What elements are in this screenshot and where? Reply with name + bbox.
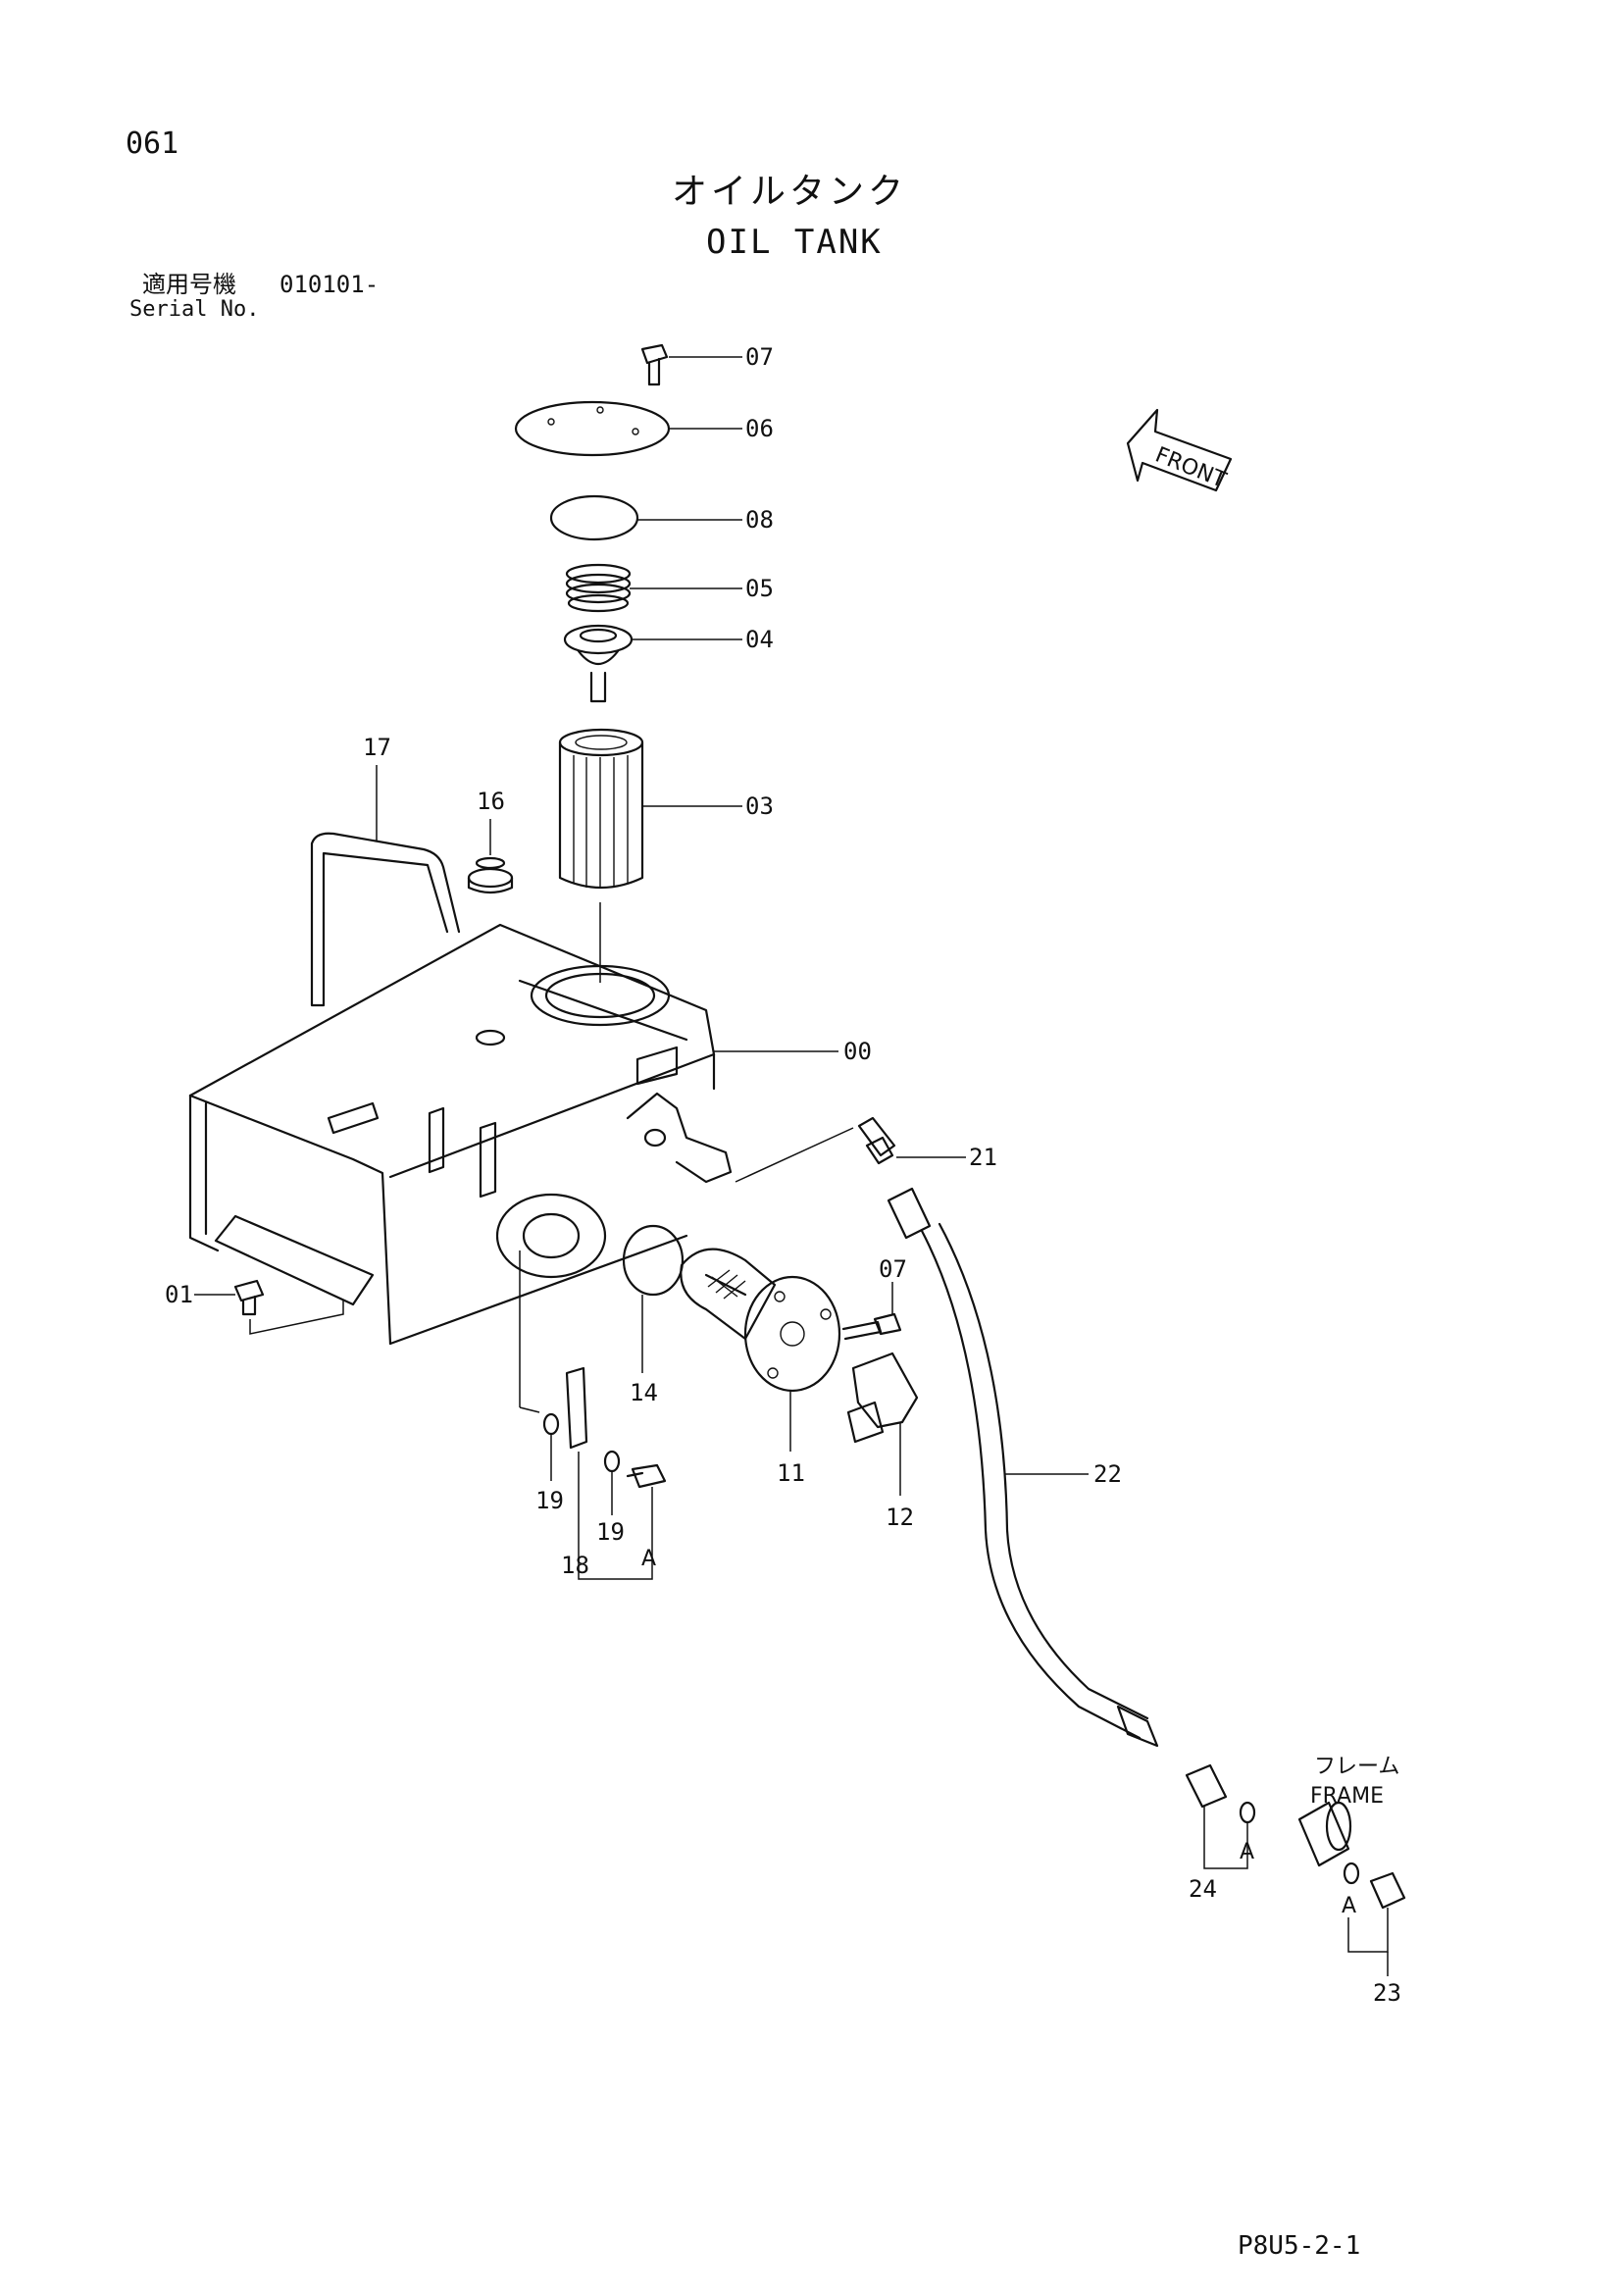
callout-07-side: 07 <box>879 1255 907 1283</box>
callout-08: 08 <box>745 506 774 534</box>
page-title: OIL TANK <box>706 223 883 262</box>
oil-tank-00 <box>188 923 733 1346</box>
callout-24: 24 <box>1189 1875 1217 1903</box>
frame-pipe <box>1297 1801 1352 1867</box>
bolt-07-top <box>640 343 669 386</box>
callout-04: 04 <box>745 626 774 653</box>
plug-23 <box>1343 1862 1406 1976</box>
bolt-07-side <box>841 1282 902 1341</box>
serial-label-japanese: 適用号機 <box>142 271 236 298</box>
callout-14: 14 <box>630 1379 658 1406</box>
callout-05: 05 <box>745 575 774 602</box>
front-direction-arrow: FRONT <box>1126 408 1233 494</box>
frame-label: FRAME <box>1310 1784 1384 1809</box>
callout-17: 17 <box>363 734 391 761</box>
callout-23: 23 <box>1373 1979 1401 2007</box>
footer-drawing-code: P8U5-2-1 <box>1238 2231 1361 2261</box>
clamp-18 <box>565 1366 588 1450</box>
front-arrow-label: FRONT <box>1151 443 1230 494</box>
washer-19-left <box>542 1412 560 1436</box>
page-number: 061 <box>126 127 179 161</box>
callout-a-mid: A <box>1240 1840 1254 1864</box>
spring-05 <box>565 563 632 613</box>
cover-plate-06 <box>514 400 671 457</box>
suction-strainer-11 <box>680 1248 841 1452</box>
callout-11: 11 <box>777 1459 805 1487</box>
callout-03: 03 <box>745 792 774 820</box>
serial-number-value: 010101- <box>279 271 380 298</box>
filter-element-03 <box>558 728 644 890</box>
o-ring-14 <box>622 1224 685 1297</box>
bolt-A-left <box>626 1463 667 1489</box>
callout-18: 18 <box>561 1552 589 1579</box>
breather-pipe-17 <box>310 765 461 1007</box>
callout-21: 21 <box>969 1144 997 1171</box>
fitting-24 <box>1185 1763 1256 1869</box>
relief-valve-04 <box>563 624 634 703</box>
o-ring-08 <box>549 494 639 541</box>
washer-19-right <box>603 1450 621 1473</box>
callout-07-top: 07 <box>745 343 774 371</box>
serial-label: Serial No. <box>129 297 260 322</box>
page-title-japanese: オイルタンク <box>672 172 908 212</box>
hose-22 <box>887 1187 1159 1748</box>
callout-00: 00 <box>843 1038 872 1065</box>
filler-cap-16 <box>467 819 514 894</box>
callout-06: 06 <box>745 415 774 442</box>
callout-a-left: A <box>641 1547 656 1571</box>
callout-22: 22 <box>1093 1460 1122 1488</box>
callout-19-left: 19 <box>535 1487 564 1514</box>
frame-label-japanese: フレーム <box>1314 1755 1399 1779</box>
callout-19-right: 19 <box>596 1518 625 1546</box>
callout-12: 12 <box>886 1504 914 1531</box>
adapter-fitting-21 <box>857 1116 966 1165</box>
bolt-01 <box>194 1279 344 1335</box>
callout-16: 16 <box>477 788 505 815</box>
elbow-fitting-12 <box>846 1352 919 1496</box>
callout-a-right: A <box>1342 1894 1356 1918</box>
callout-01: 01 <box>165 1281 193 1308</box>
